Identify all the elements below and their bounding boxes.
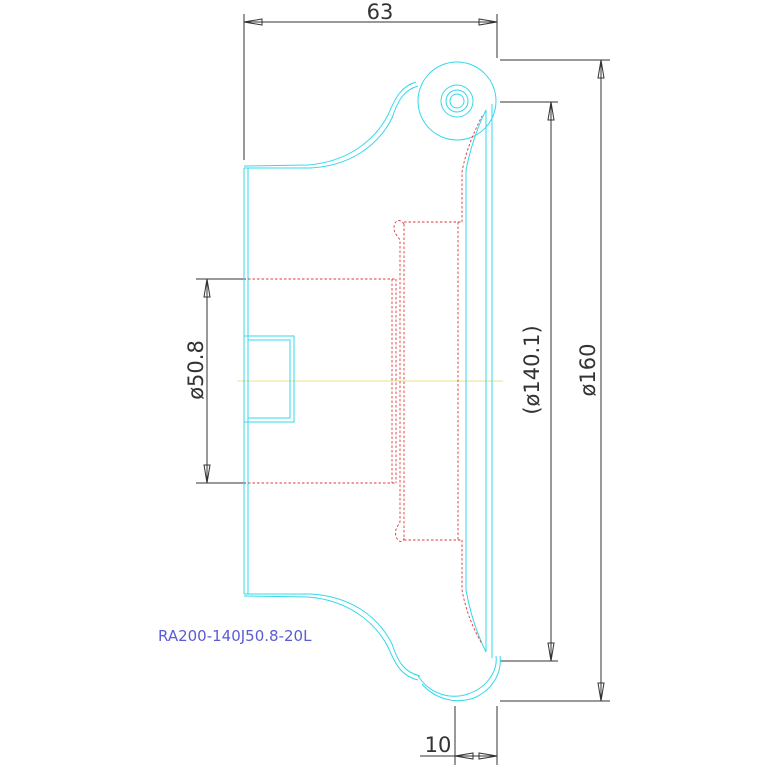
bore-diameter-label: ø50.8 — [184, 340, 208, 400]
outer-diameter-label: ø160 — [576, 344, 600, 397]
width-63-label: 63 — [367, 0, 394, 24]
dimension-width-63: 63 — [243, 0, 498, 160]
pitch-diameter-label: (ø140.1) — [520, 325, 544, 414]
dimension-bore-diameter: ø50.8 — [184, 278, 246, 484]
hidden-lines — [248, 115, 483, 645]
dimension-pitch-diameter: (ø140.1) — [500, 101, 558, 662]
dimension-outer-diameter: ø160 — [500, 59, 610, 702]
dimension-thickness-10: 10 — [420, 706, 498, 765]
part-number-label: RA200-140J50.8-20L — [158, 627, 312, 645]
thickness-10-label: 10 — [425, 733, 452, 757]
part-outline — [243, 61, 501, 702]
